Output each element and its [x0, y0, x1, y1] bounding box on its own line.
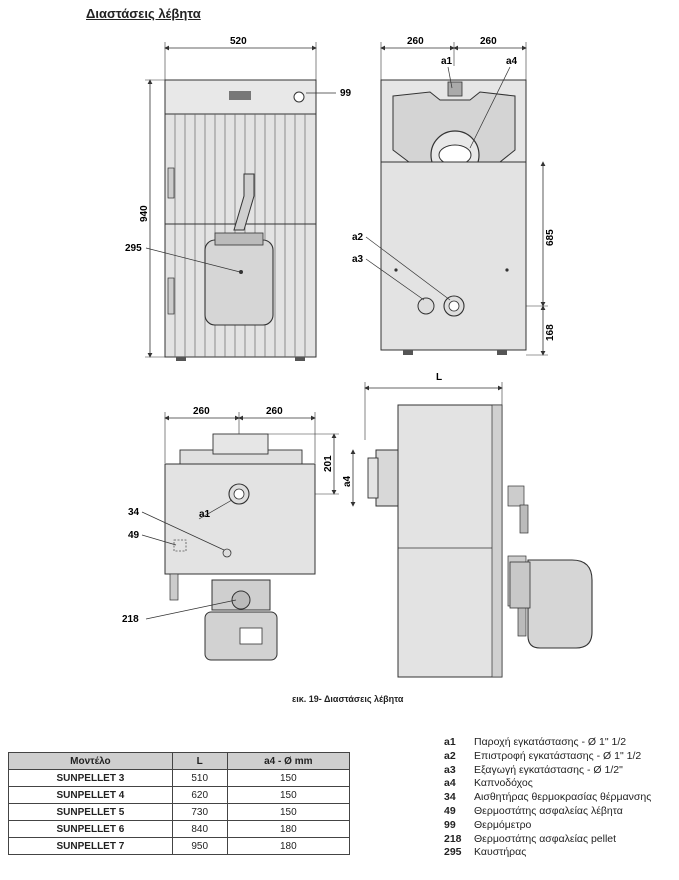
callout-295: 295 — [125, 243, 142, 254]
table-row: SUNPELLET 6 840 180 — [8, 820, 351, 838]
legend-code: 49 — [444, 804, 456, 817]
header-model: Μοντέλο — [8, 752, 173, 770]
cell-a4: 180 — [226, 837, 351, 855]
table-row: SUNPELLET 7 950 180 — [8, 837, 351, 855]
callout-a1-back: a1 — [441, 56, 453, 67]
legend-code: 34 — [444, 791, 456, 804]
back-view: 260 260 685 168 a1 a4 a2 a3 — [352, 36, 556, 356]
callout-a3: a3 — [352, 254, 364, 265]
legend-text: Θερμόμετρο — [474, 818, 532, 831]
callout-34: 34 — [128, 507, 140, 518]
side-a4-label: a4 — [342, 475, 353, 487]
legend-code: a4 — [444, 777, 456, 790]
top-view: 260 260 201 a1 34 49 218 — [122, 406, 339, 661]
legend-code: a1 — [444, 736, 456, 748]
top-width-left: 260 — [193, 406, 210, 417]
table-header-row: Μοντέλο L a4 - Ø mm — [8, 752, 351, 770]
cell-L: 510 — [171, 769, 228, 787]
back-width-left: 260 — [407, 36, 424, 47]
top-width-right: 260 — [266, 406, 283, 417]
models-table: Μοντέλο L a4 - Ø mm SUNPELLET 3 510 150 … — [8, 752, 351, 855]
cell-a4: 180 — [226, 820, 351, 838]
callout-a1-top: a1 — [199, 509, 211, 520]
page-title: Διαστάσεις λέβητα — [86, 6, 201, 21]
table-row: SUNPELLET 3 510 150 — [8, 769, 351, 787]
legend-text: Παροχή εγκατάστασης - Ø 1" 1/2 — [474, 736, 627, 748]
table-row: SUNPELLET 4 620 150 — [8, 786, 351, 804]
cell-model: SUNPELLET 4 — [8, 786, 173, 804]
legend-item: a3 Εξαγωγή εγκατάστασης - Ø 1/2" — [444, 764, 651, 778]
figure-caption: εικ. 19- Διαστάσεις λέβητα — [292, 694, 404, 704]
back-width-right: 260 — [480, 36, 497, 47]
legend-item: a4 Καπνοδόχος — [444, 777, 651, 791]
legend-text: Θερμοστάτης ασφαλείας pellet — [474, 832, 617, 845]
back-height-168: 168 — [545, 324, 556, 341]
front-width-label: 520 — [230, 36, 247, 47]
legend-text: Καπνοδόχος — [474, 777, 533, 790]
cell-L: 730 — [171, 803, 228, 821]
legend-item: 295 Καυστήρας — [444, 846, 651, 860]
cell-L: 840 — [171, 820, 228, 838]
cell-model: SUNPELLET 5 — [8, 803, 173, 821]
cell-model: SUNPELLET 3 — [8, 769, 173, 787]
legend-item: a1 Παροχή εγκατάστασης - Ø 1" 1/2 — [444, 736, 651, 750]
table-row: SUNPELLET 5 730 150 — [8, 803, 351, 821]
side-length-L: L — [436, 372, 442, 383]
legend-code: 295 — [444, 846, 462, 859]
header-L: L — [171, 752, 228, 770]
legend-item: 34 Αισθητήρας θερμοκρασίας θέρμανσης — [444, 791, 651, 805]
cell-a4: 150 — [226, 786, 351, 804]
legend-text: Καυστήρας — [474, 846, 527, 859]
legend-list: a1 Παροχή εγκατάστασης - Ø 1" 1/2 a2 Επιστ… — [444, 736, 651, 860]
legend-text: Επιστροφή εγκατάστασης - Ø 1" 1/2 — [474, 749, 642, 762]
legend-code: 218 — [444, 832, 462, 845]
header-a4: a4 - Ø mm — [226, 752, 351, 770]
legend-item: a2 Επιστροφή εγκατάστασης - Ø 1" 1/2 — [444, 750, 651, 764]
legend-text: Θερμοστάτης ασφαλείας λέβητα — [474, 804, 623, 817]
legend-code: a3 — [444, 763, 456, 776]
callout-99: 99 — [340, 88, 352, 99]
front-height-label: 940 — [139, 205, 150, 222]
cell-L: 950 — [171, 837, 228, 855]
callout-a2: a2 — [352, 232, 364, 243]
cell-a4: 150 — [226, 769, 351, 787]
cell-L: 620 — [171, 786, 228, 804]
callout-49: 49 — [128, 530, 140, 541]
legend-item: 99 Θερμόμετρο — [444, 819, 651, 833]
side-view: L a4 — [342, 372, 593, 678]
legend-item: 218 Θερμοστάτης ασφαλείας pellet — [444, 833, 651, 847]
front-view: 520 940 — [125, 36, 352, 361]
cell-model: SUNPELLET 6 — [8, 820, 173, 838]
cell-a4: 150 — [226, 803, 351, 821]
legend-item: 49 Θερμοστάτης ασφαλείας λέβητα — [444, 805, 651, 819]
boiler-dimension-drawing: 520 940 — [122, 36, 593, 678]
legend-text: Εξαγωγή εγκατάστασης - Ø 1/2" — [474, 763, 623, 776]
legend-code: a2 — [444, 749, 456, 762]
cell-model: SUNPELLET 7 — [8, 837, 173, 855]
back-height-685: 685 — [545, 229, 556, 246]
top-depth-201: 201 — [323, 455, 334, 472]
callout-218: 218 — [122, 614, 139, 625]
legend-text: Αισθητήρας θερμοκρασίας θέρμανσης — [474, 791, 652, 804]
legend-code: 99 — [444, 818, 456, 831]
callout-a4-back: a4 — [506, 56, 518, 67]
